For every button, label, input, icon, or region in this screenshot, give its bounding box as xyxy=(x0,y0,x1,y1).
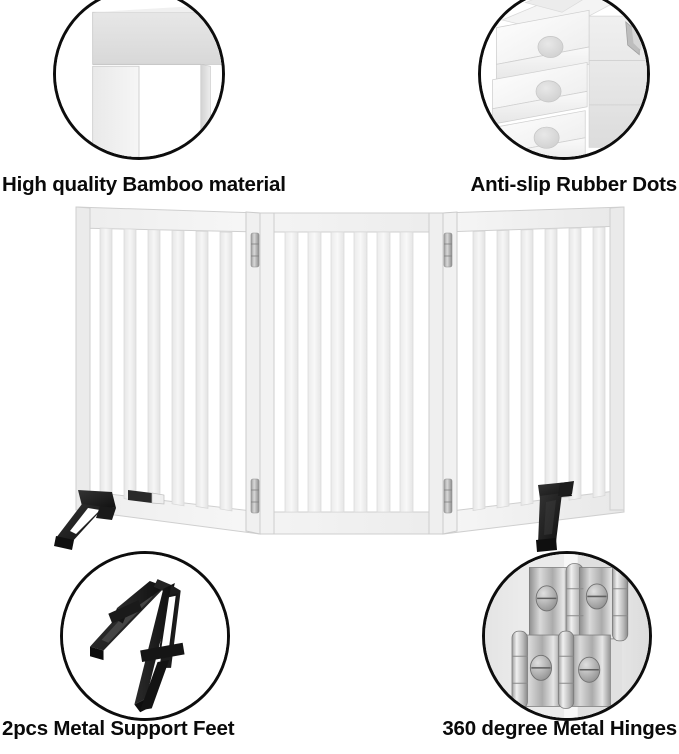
product-image-pet-gate xyxy=(0,190,679,555)
gate-middle-panel xyxy=(259,212,444,535)
metal-support-feet-icon xyxy=(63,554,227,718)
rubber-dots-icon xyxy=(481,0,647,157)
support-foot-item xyxy=(90,579,172,661)
hinge-lower xyxy=(511,630,611,709)
gate-right-panel xyxy=(442,206,625,535)
callout-label-support-feet: 2pcs Metal Support Feet xyxy=(2,717,235,740)
callout-metal-hinges xyxy=(482,551,652,721)
gate-hinge-left-lower xyxy=(250,478,260,514)
gate-support-foot-left xyxy=(54,490,165,550)
gate-left-panel xyxy=(75,206,261,535)
gate-hinge-right-lower xyxy=(443,478,453,514)
hinge-upper xyxy=(528,563,629,642)
gate-hinge-right-upper xyxy=(443,232,453,268)
callout-bamboo-material xyxy=(53,0,225,160)
rubber-dot xyxy=(533,126,560,149)
callout-label-rubber-dots: Anti-slip Rubber Dots xyxy=(470,173,678,196)
callout-support-feet xyxy=(60,551,230,721)
gate-support-foot-right xyxy=(536,481,574,552)
rubber-dot xyxy=(535,80,562,103)
bamboo-corner-joint-icon xyxy=(56,0,222,157)
support-foot-item xyxy=(134,582,185,713)
callout-label-metal-hinges: 360 degree Metal Hinges xyxy=(442,717,677,740)
pet-gate-illustration xyxy=(54,206,625,552)
gate-hinge-left-upper xyxy=(250,232,260,268)
metal-hinge-icon xyxy=(485,554,649,718)
callout-rubber-dots xyxy=(478,0,650,160)
callout-label-bamboo-material: High quality Bamboo material xyxy=(2,173,286,196)
rubber-dot xyxy=(537,36,564,58)
